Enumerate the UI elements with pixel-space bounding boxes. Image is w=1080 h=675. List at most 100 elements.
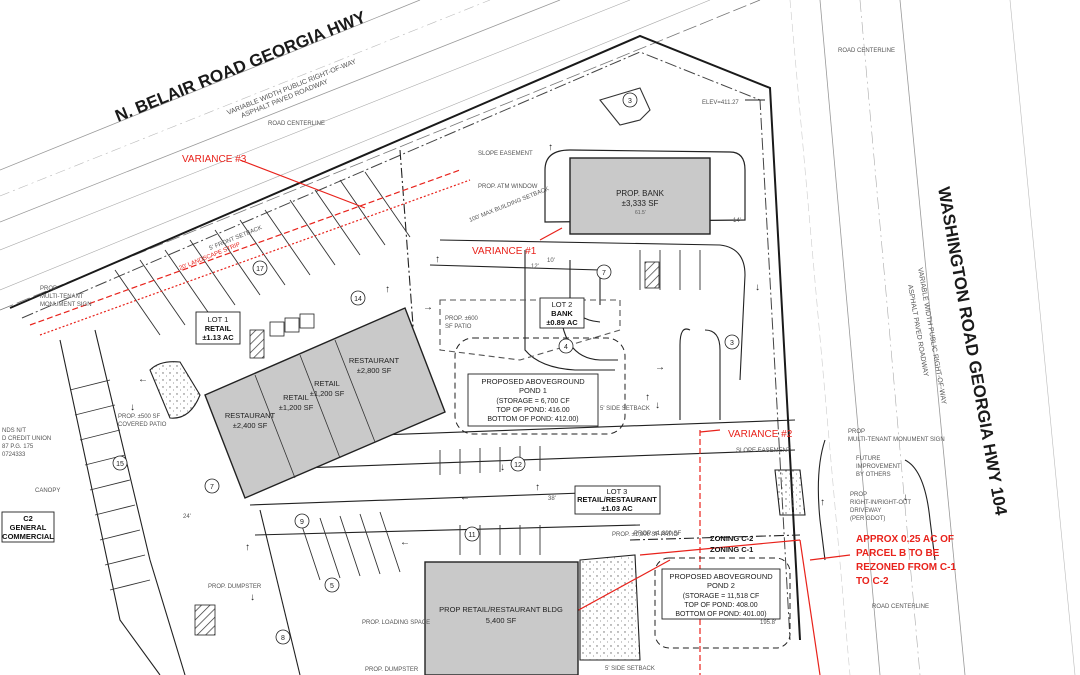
monument-right-2: MULTI-TENANT MONUMENT SIGN	[848, 437, 945, 443]
lot-3-name: LOT 3	[607, 487, 628, 496]
dimensions: 12' 10' 14' 38' 24' 195.8' 61.5'	[183, 210, 776, 626]
future-3: BY OTHERS	[856, 472, 891, 478]
arrow-icon: ←	[138, 374, 148, 385]
rezone-line-3: REZONED FROM C-1	[856, 562, 956, 573]
variance-3-label: VARIANCE #3	[182, 154, 247, 165]
driveway-note: PROP RIGHT-IN/RIGHT-OUT DRIVEWAY (PER GD…	[850, 492, 911, 522]
driveway-4: (PER GDOT)	[850, 516, 885, 522]
pond-2-bottom: BOTTOM OF POND: 401.00)	[675, 611, 766, 618]
general-commercial-line-2: GENERAL	[10, 523, 47, 532]
patio-600-2: SF PATIO	[445, 324, 472, 330]
credit-union-2: D CREDIT UNION	[2, 436, 51, 442]
side-setback-note: 5' SIDE SETBACK	[600, 406, 650, 412]
arrow-icon: ↓	[130, 402, 135, 413]
zoning-c1-label: ZONING C-1	[710, 545, 753, 554]
lot-3-area: ±1.03 AC	[601, 504, 633, 513]
arrow-icon: ←	[400, 537, 410, 548]
bank-area: ±3,333 SF	[622, 199, 659, 208]
loading-space-note: PROP. LOADING SPACE	[362, 620, 430, 626]
arrow-icon: →	[655, 362, 665, 373]
lot-2-name: LOT 2	[552, 300, 573, 309]
canopy-note: CANOPY	[35, 488, 60, 494]
general-commercial-line-3: COMMERCIAL	[2, 532, 54, 541]
building-retail-strip	[204, 307, 446, 499]
pond-2-name: POND 2	[707, 581, 735, 590]
credit-union-note: NDS N/T D CREDIT UNION 87 P.G. 175 07243…	[2, 428, 51, 458]
arrow-icon: ↓	[755, 282, 760, 293]
retail-bldg-area: 5,400 SF	[486, 616, 517, 625]
arrow-icon: ↑	[645, 392, 650, 403]
restaurant-b-area: ±2,400 SF	[233, 421, 268, 430]
retail-a-area: ±1,200 SF	[310, 389, 345, 398]
lot-1-name: LOT 1	[208, 315, 229, 324]
patio-800-note: PROP. ±1,800 SF PATIO	[612, 532, 678, 538]
arrow-icon: ←	[460, 492, 470, 503]
building-bank	[544, 149, 746, 235]
count-8: 15	[116, 461, 124, 468]
rezone-line-4: TO C-2	[856, 576, 889, 587]
arrow-icon: →	[423, 302, 433, 313]
pond-2-title: PROPOSED ABOVEGROUND	[669, 572, 773, 581]
rezone-line-2: PARCEL B TO BE	[856, 548, 940, 559]
hatched-areas	[194, 261, 660, 636]
atm-window-note: PROP. ATM WINDOW	[478, 184, 538, 190]
pond-outlines	[454, 337, 791, 649]
arrow-icon: ↑	[245, 542, 250, 553]
monument-right-1: PROP	[848, 429, 865, 435]
restaurant-a-area: ±2,800 SF	[357, 366, 392, 375]
pond-1-name: POND 1	[519, 386, 547, 395]
dim-61: 61.5'	[635, 210, 646, 216]
pond-2-top: TOP OF POND: 408.00	[684, 602, 757, 609]
road-centerline-south: ROAD CENTERLINE	[872, 604, 929, 610]
rezone-line-1: APPROX 0.25 AC OF	[856, 534, 954, 545]
parking-counts	[112, 92, 740, 645]
restaurant-b-label: RESTAURANT	[225, 411, 276, 420]
pond-1-label-box	[467, 373, 599, 427]
lot-2-area: ±0.89 AC	[546, 318, 578, 327]
bank-elevation-note: ELEV=411.27	[702, 100, 739, 106]
site-linework	[59, 87, 936, 675]
rezone-note: APPROX 0.25 AC OF PARCEL B TO BE REZONED…	[856, 534, 956, 587]
lot-1-area: ±1.13 AC	[202, 333, 234, 342]
max-setback-note: 100' MAX BUILDING SETBACK	[469, 186, 551, 224]
covered-patio-1: PROP. ±500 SF	[118, 414, 161, 420]
road-centerline-north: ROAD CENTERLINE	[268, 121, 325, 127]
pond-2-storage: (STORAGE = 11,518 CF	[683, 593, 760, 600]
east-road	[789, 0, 1076, 675]
variance-2-label: VARIANCE #2	[728, 429, 793, 440]
property-boundary	[9, 34, 801, 641]
monument-left-3: MONUMENT SIGN	[40, 302, 92, 308]
arrow-icon: ↓	[250, 592, 255, 603]
lot-3-label-box	[574, 485, 661, 515]
count-11: 11	[468, 532, 475, 539]
arrow-icon: ↓	[655, 400, 660, 411]
arrow-icon: ↑	[548, 142, 553, 153]
east-road-name: WASHINGTON ROAD GEORGIA HWY 104	[934, 185, 1011, 517]
credit-union-1: NDS N/T	[2, 428, 26, 434]
credit-union-3: 87 P.G. 175	[2, 444, 34, 450]
future-improvement: FUTURE IMPROVEMENT BY OTHERS	[856, 456, 901, 478]
monument-left-1: PROP	[40, 286, 57, 292]
dim-24: 24'	[183, 514, 191, 520]
retail-a-label: RETAIL	[314, 379, 340, 388]
count-7: 7	[210, 484, 214, 491]
count-2: 17	[256, 266, 264, 273]
slope-easement-note: SLOPE EASEMENT	[478, 151, 533, 157]
count-3: 14	[354, 296, 362, 303]
driveway-3: DRIVEWAY	[850, 508, 881, 514]
pond-1-title: PROPOSED ABOVEGROUND	[481, 377, 585, 386]
driveway-2: RIGHT-IN/RIGHT-OUT	[850, 500, 911, 506]
patio-1800-note: PROP. ±1,800 SF	[634, 531, 682, 537]
arrow-icon: ↑	[385, 284, 390, 295]
pond-1-bottom: BOTTOM OF POND: 412.00)	[487, 416, 578, 423]
slope-easement-note-2: SLOPE EASEMENT	[736, 448, 791, 454]
zoning-c2-label: ZONING C-2	[710, 534, 753, 543]
count-9: 12	[514, 462, 522, 469]
dim-38: 38'	[548, 496, 556, 502]
future-1: FUTURE	[856, 456, 880, 462]
dumpster-note-2: PROP. DUMPSTER	[365, 667, 419, 673]
zoning-c2-label-box	[1, 511, 55, 543]
pond-1-storage: (STORAGE = 6,700 CF	[496, 398, 569, 405]
lot-1-label-box	[195, 311, 241, 345]
driveway-1: PROP	[850, 492, 867, 498]
